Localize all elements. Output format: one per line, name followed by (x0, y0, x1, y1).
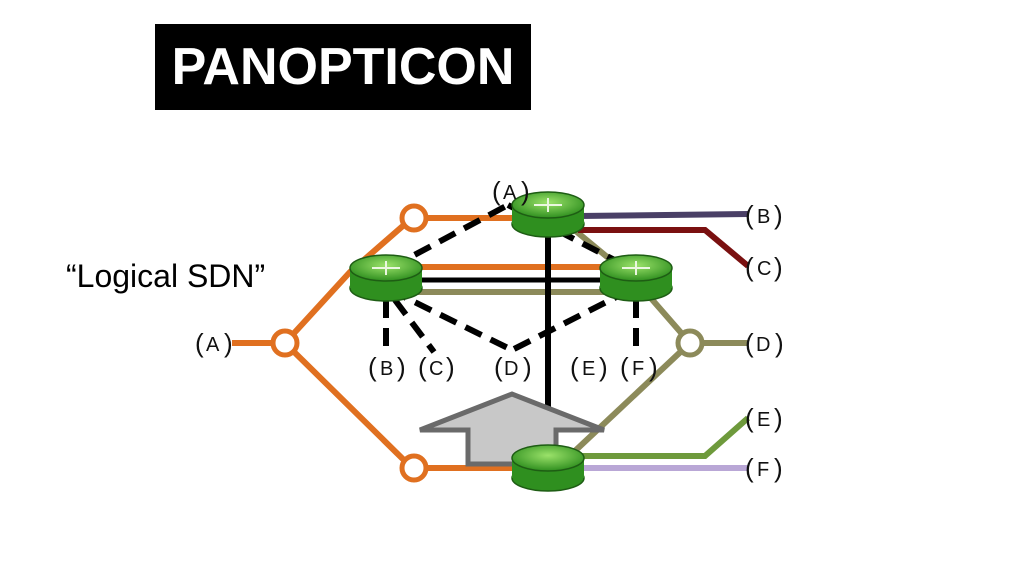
dashed-top-to-right (506, 202, 632, 271)
svg-text:): ) (774, 200, 783, 230)
svg-text:): ) (774, 453, 783, 483)
router-right (599, 254, 673, 302)
svg-text:(: ( (492, 176, 501, 206)
svg-text:(: ( (494, 352, 503, 382)
svg-text:(: ( (745, 403, 754, 433)
junction-bottom (399, 453, 429, 483)
svg-text:E: E (582, 358, 595, 380)
label-f-mid: (F) (620, 352, 658, 382)
svg-text:): ) (521, 176, 530, 206)
svg-text:C: C (429, 358, 443, 380)
olive-link-lower (557, 340, 693, 468)
label-e-mid: (E) (570, 352, 608, 382)
svg-text:): ) (446, 352, 455, 382)
label-e-right: (E) (745, 403, 783, 433)
svg-text:): ) (774, 252, 783, 282)
svg-text:D: D (756, 334, 770, 356)
svg-text:(: ( (368, 352, 377, 382)
router-top (511, 191, 585, 238)
svg-text:): ) (523, 352, 532, 382)
dashed-right-to-d (510, 287, 632, 353)
svg-text:(: ( (570, 352, 579, 382)
label-a-top: (A) (492, 176, 530, 206)
maroon-link-c (578, 227, 750, 269)
title-box: PANOPTICON (155, 24, 531, 110)
svg-text:): ) (599, 352, 608, 382)
label-b-mid: (B) (368, 352, 406, 382)
svg-text:(: ( (745, 453, 754, 483)
svg-text:D: D (504, 358, 518, 380)
svg-text:): ) (649, 352, 658, 382)
svg-text:F: F (757, 459, 769, 481)
svg-text:): ) (397, 352, 406, 382)
dashed-left-to-d (388, 287, 514, 353)
green-link-e (580, 415, 750, 459)
svg-text:E: E (757, 409, 770, 431)
junction-left (270, 328, 300, 358)
logical-sdn-caption: “Logical SDN” (66, 258, 266, 294)
svg-text:B: B (757, 206, 770, 228)
router-bottom (511, 444, 585, 492)
label-c-mid: (C) (418, 352, 455, 382)
dashed-left-to-top (388, 202, 510, 271)
svg-text:F: F (632, 358, 644, 380)
junction-right (675, 328, 705, 358)
label-d-mid: (D) (494, 352, 532, 382)
svg-text:(: ( (195, 328, 204, 358)
label-a-left: (A) (195, 328, 233, 358)
logical-links (383, 202, 639, 354)
label-d-right: (D) (745, 328, 784, 358)
svg-text:(: ( (745, 328, 754, 358)
svg-text:): ) (774, 403, 783, 433)
purple-link-b (577, 211, 749, 219)
router-left (349, 254, 423, 302)
svg-text:(: ( (418, 352, 427, 382)
svg-text:): ) (775, 328, 784, 358)
dashed-left-to-c (392, 298, 437, 354)
label-f-right: (F) (745, 453, 783, 483)
svg-text:): ) (224, 328, 233, 358)
svg-text:(: ( (745, 252, 754, 282)
svg-text:(: ( (620, 352, 629, 382)
svg-text:(: ( (745, 200, 754, 230)
label-c-right: (C) (745, 252, 783, 282)
svg-text:A: A (206, 334, 220, 356)
svg-text:C: C (757, 258, 771, 280)
page-title: PANOPTICON (171, 38, 515, 96)
label-b-right: (B) (745, 200, 783, 230)
svg-text:B: B (380, 358, 393, 380)
junction-top (399, 203, 429, 233)
svg-text:A: A (503, 182, 517, 204)
